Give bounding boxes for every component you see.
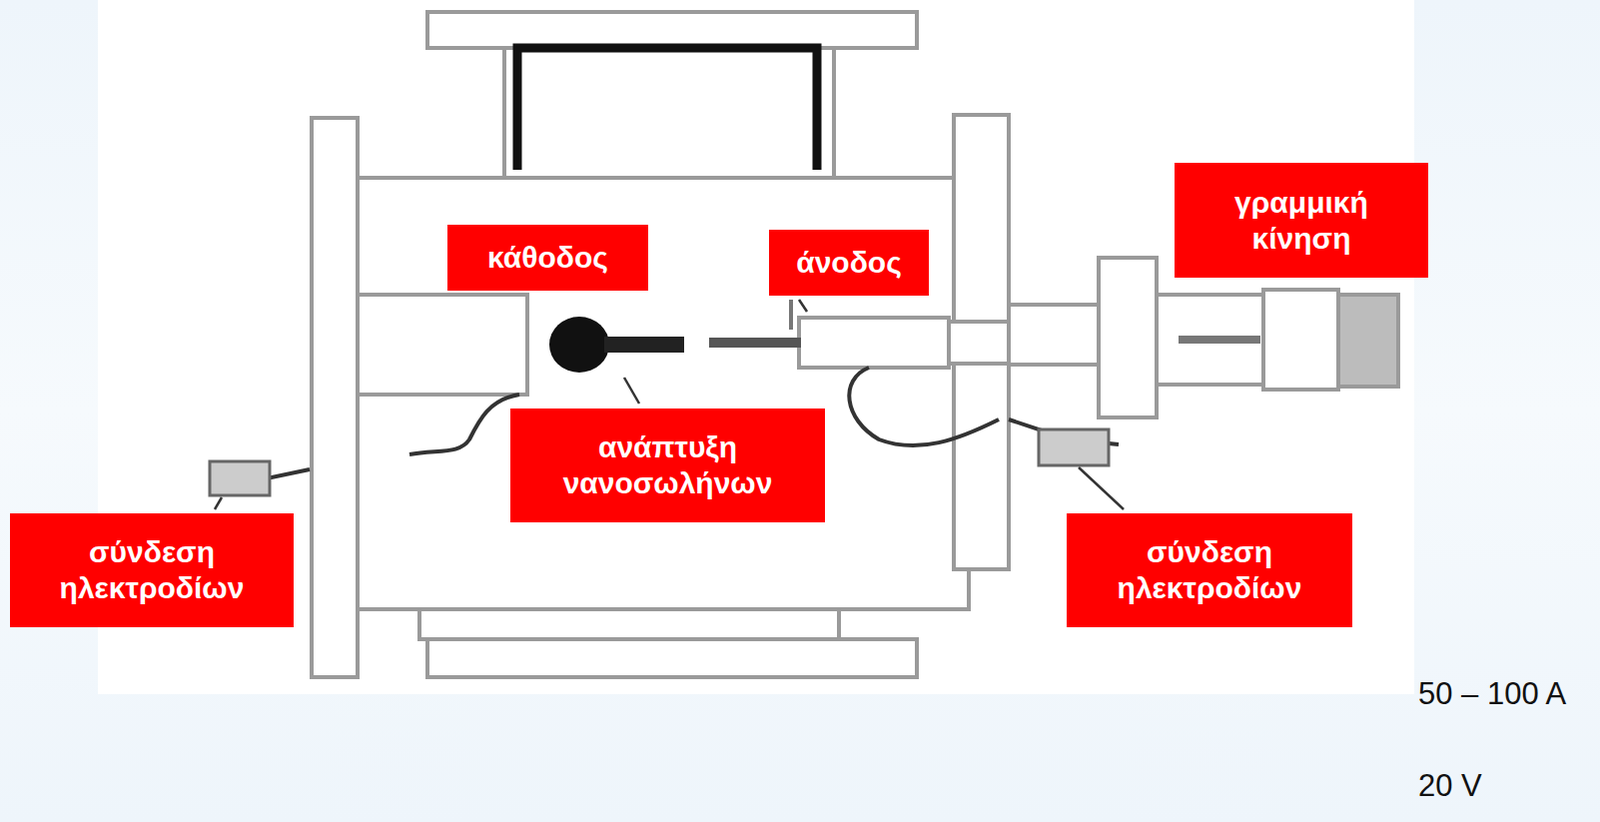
chamber bbox=[311, 11, 1399, 678]
electrical-value: 20 V bbox=[1418, 769, 1483, 803]
cathode-label: κάθοδος bbox=[447, 224, 649, 291]
label-text: κάθοδος bbox=[487, 239, 609, 276]
illustration-ground bbox=[97, 0, 1415, 695]
label-text: ανάπτυξη νανοσωλήνων bbox=[520, 429, 815, 502]
electrode-connection-label: σύνδεση ηλεκτροδίων bbox=[9, 513, 294, 628]
label-text: σύνδεση ηλεκτροδίων bbox=[1076, 534, 1343, 607]
label-text: γραμμική κίνηση bbox=[1184, 184, 1419, 257]
label-text: άνοδος bbox=[796, 244, 902, 281]
nanotube-growth-label: ανάπτυξη νανοσωλήνων bbox=[510, 408, 825, 523]
anode-label: άνοδος bbox=[769, 229, 929, 296]
leader-lines bbox=[214, 299, 1124, 510]
electrode-connection-label: σύνδεση ηλεκτροδίων bbox=[1066, 513, 1353, 628]
electrical-value: 50 – 100 A bbox=[1418, 677, 1567, 712]
linear-motion-label: γραμμική κίνηση bbox=[1174, 162, 1429, 278]
label-text: σύνδεση ηλεκτροδίων bbox=[19, 534, 284, 607]
chamber-inner-lines bbox=[517, 47, 1261, 340]
electrodes bbox=[549, 316, 801, 373]
